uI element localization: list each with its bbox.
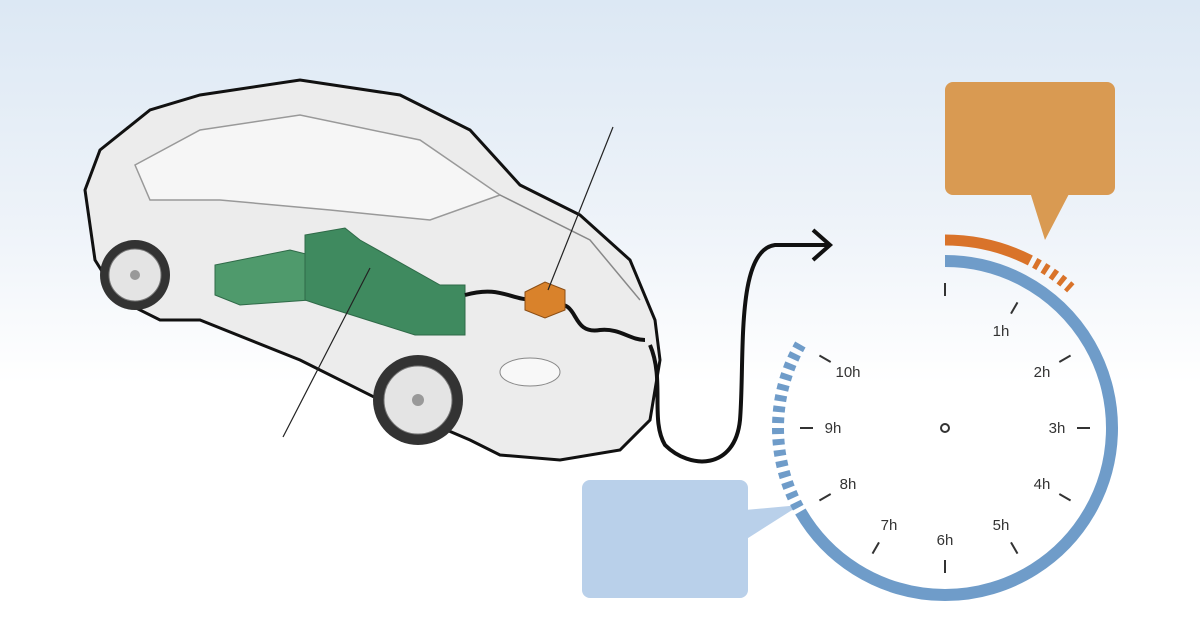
hour-label-4h: 4h [1034, 476, 1051, 493]
charging-time-clock: 1h 2h 3h 4h 5h 6h 7h 8h 9h 10h [772, 234, 1118, 601]
clock-tick [1058, 354, 1072, 363]
clock-tick [818, 493, 832, 502]
charge-time-arc [795, 255, 1118, 601]
clock-tick [1058, 493, 1072, 502]
hour-label-2h: 2h [1034, 364, 1051, 381]
hour-label-8h: 8h [840, 476, 857, 493]
car-illustration [83, 78, 662, 462]
clock-center-dot [940, 423, 950, 433]
hour-label-6h: 6h [937, 532, 954, 549]
car-windows [134, 114, 502, 221]
battery-leader-line [282, 267, 371, 438]
hour-label-3h: 3h [1049, 420, 1066, 437]
hour-label-10h: 10h [835, 364, 860, 381]
hour-label-1h: 1h [993, 323, 1010, 340]
blue-callout-tail [745, 505, 800, 540]
blue-callout-box [582, 480, 748, 598]
arrow-head-icon [811, 228, 834, 262]
clock-tick [1010, 301, 1019, 315]
clock-tick [871, 541, 880, 555]
headlight [499, 357, 561, 387]
quick-charge-dashed-arc [1031, 257, 1075, 293]
hour-label-7h: 7h [881, 517, 898, 534]
charger-unit [524, 281, 566, 319]
plug-cable-arrow [648, 243, 828, 464]
quick-charge-arc [944, 234, 1033, 266]
clock-tick [1010, 541, 1019, 555]
hour-label-5h: 5h [993, 517, 1010, 534]
battery-pack [214, 227, 466, 336]
front-wheel [373, 355, 463, 445]
hour-label-9h: 9h [825, 420, 842, 437]
rear-wheel [100, 240, 170, 310]
clock-tick [818, 354, 832, 363]
car-hood-line [499, 194, 641, 301]
charge-time-dashed-arc [772, 341, 806, 511]
orange-callout-tail [1030, 192, 1070, 240]
charger-leader-line [547, 126, 614, 291]
orange-callout-box [945, 82, 1115, 195]
